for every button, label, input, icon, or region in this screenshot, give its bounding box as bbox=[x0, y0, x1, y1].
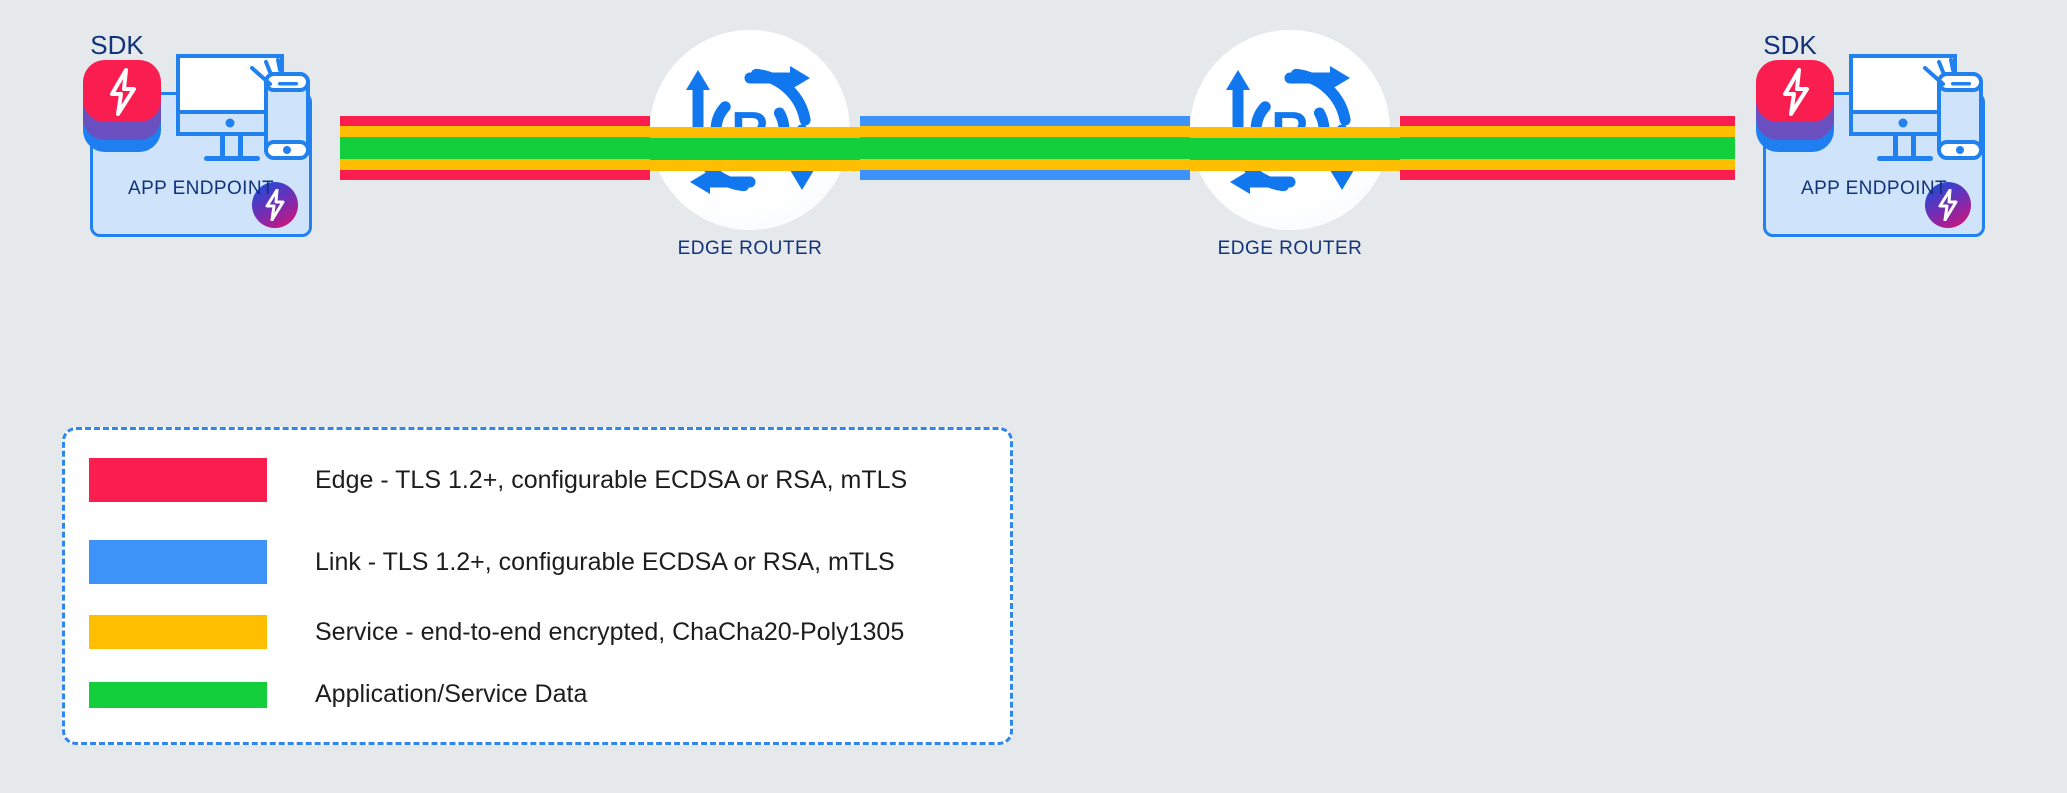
stripe-band-left-router bbox=[650, 127, 860, 171]
legend-label: Link - TLS 1.2+, configurable ECDSA or R… bbox=[315, 547, 895, 576]
stripe-service-bot bbox=[1400, 159, 1735, 170]
app-endpoint-label: APP ENDPOINT bbox=[1801, 178, 1947, 199]
stripe-service-top bbox=[1190, 127, 1400, 138]
legend-label: Edge - TLS 1.2+, configurable ECDSA or R… bbox=[315, 465, 908, 494]
legend-swatch-edge bbox=[89, 458, 267, 502]
stripe-edge-top bbox=[340, 116, 650, 126]
sdk-stack-icon bbox=[76, 58, 168, 154]
stripe-service-bot bbox=[340, 159, 650, 170]
stripe-app-data bbox=[1400, 137, 1735, 159]
app-endpoint-left[interactable]: SDK APP ENDPOINT bbox=[62, 30, 312, 250]
stripe-service-top bbox=[860, 126, 1190, 137]
stripe-band-right-router bbox=[1190, 127, 1400, 171]
stripe-service-top bbox=[1400, 126, 1735, 137]
stripe-service-bot bbox=[860, 159, 1190, 170]
stripe-service-top bbox=[340, 126, 650, 137]
stripe-service-bot bbox=[1190, 160, 1400, 171]
legend-swatch-link bbox=[89, 540, 267, 584]
app-endpoint-label: APP ENDPOINT bbox=[128, 178, 274, 199]
stripe-band-left-edge bbox=[340, 116, 650, 180]
stripe-band-link bbox=[860, 116, 1190, 180]
legend-panel: Edge - TLS 1.2+, configurable ECDSA or R… bbox=[62, 427, 1013, 745]
bolt-icon bbox=[110, 68, 136, 116]
edge-router-label: EDGE ROUTER bbox=[1217, 238, 1363, 259]
stripe-app-data bbox=[340, 137, 650, 159]
sdk-label: SDK bbox=[90, 30, 144, 60]
device-cluster-icon bbox=[170, 52, 312, 172]
stripe-band-right-edge bbox=[1400, 116, 1735, 180]
stripe-edge-bottom bbox=[1400, 170, 1735, 180]
ziti-badge-icon bbox=[1925, 182, 1971, 228]
ziti-badge-icon bbox=[252, 182, 298, 228]
app-endpoint-right[interactable]: SDK APP ENDPOINT bbox=[1735, 30, 1985, 250]
stripe-edge-bottom bbox=[340, 170, 650, 180]
stripe-service-top bbox=[650, 127, 860, 138]
stripe-edge-top bbox=[1400, 116, 1735, 126]
bolt-icon bbox=[1783, 68, 1809, 116]
stripe-service-bot bbox=[650, 160, 860, 171]
legend-item: Service - end-to-end encrypted, ChaCha20… bbox=[89, 615, 904, 649]
sdk-stack-icon bbox=[1749, 58, 1841, 154]
legend-item: Link - TLS 1.2+, configurable ECDSA or R… bbox=[89, 540, 895, 584]
stripe-link-bottom bbox=[860, 170, 1190, 180]
stripe-app-data bbox=[1190, 138, 1400, 160]
legend-item: Edge - TLS 1.2+, configurable ECDSA or R… bbox=[89, 458, 907, 502]
edge-router-label: EDGE ROUTER bbox=[677, 238, 823, 259]
legend-label: Service - end-to-end encrypted, ChaCha20… bbox=[315, 617, 905, 646]
sdk-label: SDK bbox=[1763, 30, 1817, 60]
stripe-app-data bbox=[650, 138, 860, 160]
sdk-layer-red bbox=[1756, 60, 1834, 122]
stripe-app-data bbox=[860, 137, 1190, 159]
legend-item: Application/Service Data bbox=[89, 680, 587, 709]
legend-label: Application/Service Data bbox=[315, 680, 588, 708]
stripe-link-top bbox=[860, 116, 1190, 126]
legend-swatch-data bbox=[89, 681, 267, 708]
legend-swatch-service bbox=[89, 615, 267, 649]
sdk-layer-red bbox=[83, 60, 161, 122]
device-cluster-icon bbox=[1843, 52, 1985, 172]
